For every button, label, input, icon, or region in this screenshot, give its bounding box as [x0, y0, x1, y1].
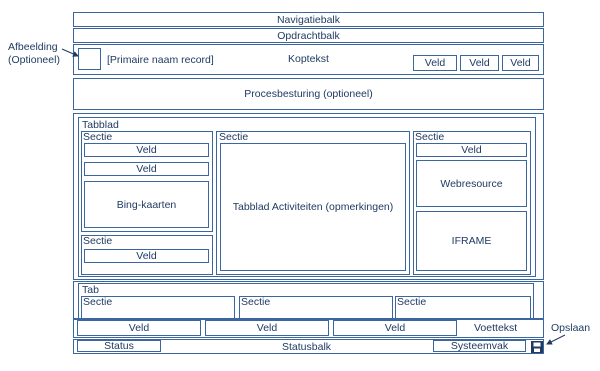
- tab-main-label: Tabblad: [82, 119, 119, 131]
- process-control: Procesbesturing (optioneel): [73, 78, 544, 110]
- status-bar-label: Statusbalk: [282, 341, 332, 353]
- system-field: Systeemvak: [433, 340, 526, 352]
- primary-record-name: [Primaire naam record]: [107, 54, 214, 66]
- tab-second-label: Tab: [82, 284, 99, 296]
- header-field-2: Veld: [460, 55, 499, 71]
- system-field-label: Systeemvak: [450, 340, 509, 352]
- field-label: Veld: [424, 57, 446, 69]
- field-left-1: Veld: [84, 143, 209, 157]
- navigation-bar-label: Navigatiebalk: [276, 13, 341, 26]
- header-text: Koptekst: [288, 53, 329, 65]
- image-placeholder: [78, 48, 101, 70]
- section-label: Sectie: [415, 131, 445, 143]
- field-label: Veld: [136, 163, 157, 175]
- field-label: Veld: [136, 144, 157, 156]
- status-field: Status: [77, 340, 161, 352]
- section-bottom-3: [395, 296, 531, 319]
- header-field-3: Veld: [502, 55, 539, 71]
- field-label: Veld: [469, 57, 490, 69]
- activities-tab-label: Tabblad Activiteiten (opmerkingen): [232, 201, 394, 213]
- bing-maps-label: Bing-kaarten: [116, 198, 177, 211]
- save-callout-arrow: [546, 334, 566, 345]
- field-label: Veld: [136, 250, 157, 262]
- iframe-label: IFRAME: [451, 235, 492, 247]
- image-callout-line1: Afbeelding: [8, 41, 58, 53]
- save-callout-label: Opslaan: [551, 322, 591, 334]
- field-left-3: Veld: [84, 249, 209, 263]
- bing-maps: Bing-kaarten: [84, 181, 209, 228]
- activities-tab: Tabblad Activiteiten (opmerkingen): [220, 143, 406, 271]
- command-bar-label: Opdrachtbalk: [277, 29, 340, 42]
- webresource-label: Webresource: [440, 177, 503, 190]
- section-label: Sectie: [83, 131, 113, 143]
- footer-field-3: Veld: [333, 320, 457, 336]
- field-label: Veld: [461, 144, 482, 156]
- field-label: Veld: [256, 322, 278, 334]
- status-bar: [73, 339, 544, 354]
- status-label: Status: [104, 340, 134, 352]
- section-label: Sectie: [219, 131, 249, 143]
- field-left-2: Veld: [84, 162, 209, 176]
- image-callout-line2: (Optioneel): [8, 54, 60, 66]
- footer-field-1: Veld: [77, 320, 201, 336]
- field-label: Veld: [128, 322, 150, 334]
- section-bottom-1: [81, 296, 235, 319]
- section-label: Sectie: [83, 235, 113, 247]
- footer-text: Voettekst: [474, 322, 518, 334]
- section-label: Sectie: [241, 296, 271, 308]
- field-label: Veld: [384, 322, 406, 334]
- footer-field-2: Veld: [205, 320, 329, 336]
- image-callout-arrow: [61, 48, 79, 57]
- webresource: Webresource: [416, 160, 527, 207]
- field-label: Veld: [510, 57, 531, 69]
- header-field-1: Veld: [413, 55, 457, 71]
- iframe: IFRAME: [416, 211, 527, 271]
- field-right-1: Veld: [416, 143, 527, 157]
- section-label: Sectie: [83, 296, 113, 308]
- navigation-bar: Navigatiebalk: [73, 12, 544, 27]
- command-bar: Opdrachtbalk: [73, 28, 544, 43]
- floppy-disk-icon[interactable]: [531, 340, 543, 353]
- process-control-label: Procesbesturing (optioneel): [244, 88, 373, 100]
- section-bottom-2: [239, 296, 393, 319]
- section-label: Sectie: [397, 296, 427, 308]
